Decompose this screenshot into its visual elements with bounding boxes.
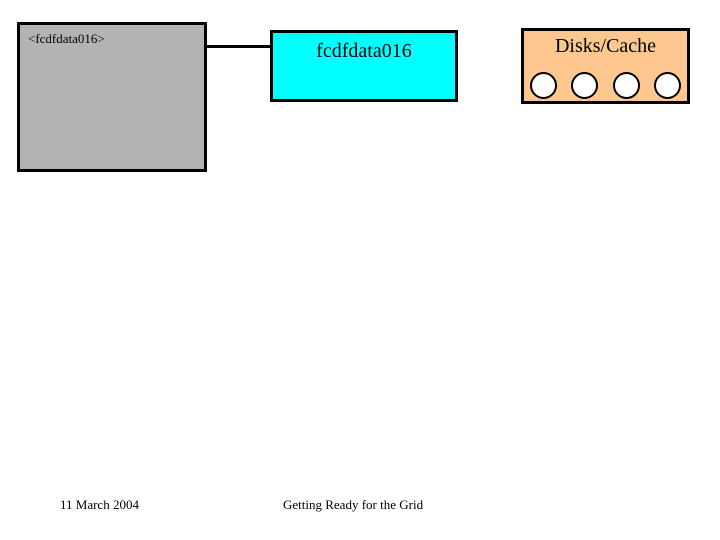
disk-icon-2 [571, 71, 599, 99]
connector-line [207, 45, 273, 48]
disk-icon-1 [530, 71, 557, 99]
storage-box-label: Disks/Cache [554, 35, 657, 57]
host-box-label: <fcdfdata016> [28, 31, 105, 46]
storage-box[interactable]: Disks/Cache [521, 28, 690, 104]
node-box[interactable]: fcdfdata016 [270, 30, 458, 102]
node-box-label: fcdfdata016 [316, 40, 412, 62]
disk-icon-3 [612, 71, 640, 99]
footer-title: Getting Ready for the Grid [283, 497, 424, 512]
footer-date: 11 March 2004 [60, 497, 139, 512]
host-box[interactable]: <fcdfdata016> [17, 22, 207, 172]
disk-row [530, 70, 681, 100]
disk-icon-4 [653, 71, 681, 99]
